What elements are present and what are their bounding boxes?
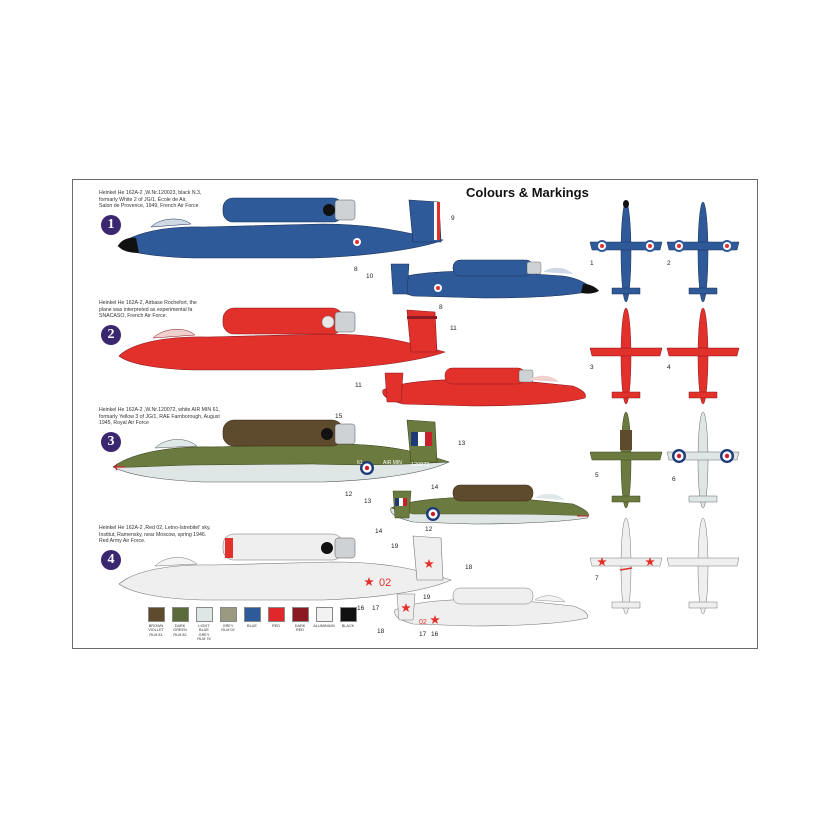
callout-11a: 11 (450, 325, 457, 332)
callout-16a: 16 (357, 605, 365, 612)
scheme-4-side-view-large (118, 533, 452, 601)
soviet-code-small-marking: 02 (419, 619, 427, 626)
callout-18b: 18 (377, 628, 385, 635)
colour-legend: BROWN VIOLLET RLM 81 DARK GREEN RLM 82 L… (145, 607, 359, 642)
plan-views-scheme-1 (589, 200, 740, 303)
scheme-3-description: Heinkel He 162A-2 ,W.Nr.120072, white AI… (99, 407, 220, 427)
swatch-chip (291, 607, 309, 622)
scheme-2-badge: 2 (101, 325, 121, 345)
callout-1: 1 (590, 260, 594, 267)
swatch-red: RED (265, 607, 287, 642)
callout-5: 5 (595, 472, 599, 479)
callout-14a: 14 (431, 484, 439, 491)
callout-10: 10 (366, 273, 374, 280)
callout-4: 4 (667, 364, 671, 371)
swatch-grey: GREY RLM 02 (217, 607, 239, 642)
swatch-chip (243, 607, 261, 622)
scheme-1-side-view-large (117, 197, 445, 259)
swatch-aluminium: ALUMINIUM (313, 607, 335, 642)
callout-6: 6 (672, 476, 676, 483)
plan-views-scheme-3 (589, 411, 740, 509)
callout-19a: 19 (391, 543, 399, 550)
callout-17a: 17 (372, 605, 380, 612)
scheme-1-badge: 1 (101, 215, 121, 235)
callout-3: 3 (590, 364, 594, 371)
scheme-4-badge: 4 (101, 550, 121, 570)
swatch-dark-red: DARK RED (289, 607, 311, 642)
raf-code-marking: AIR MIN (383, 460, 402, 466)
callout-12b: 12 (425, 526, 433, 533)
markings-sheet: Colours & Markings Heinkel He 162A-2 ,W.… (72, 179, 758, 649)
callout-9: 9 (451, 215, 455, 222)
scheme-2-side-view-small (382, 367, 586, 407)
scheme-1-description: Heinkel He 162A-2 ,W.Nr.120023, black N.… (99, 190, 202, 210)
callout-14b: 14 (375, 528, 383, 535)
swatch-brown-violet: BROWN VIOLLET RLM 81 (145, 607, 167, 642)
scheme-4-description: Heinkel He 162A-2 ,Red 02, Letno-Istrebi… (99, 525, 211, 545)
callout-18a: 18 (465, 564, 473, 571)
raf-serial-marking: 120072 (411, 462, 429, 468)
plan-views-scheme-4 (589, 517, 740, 615)
swatch-chip (339, 607, 357, 622)
callout-13b: 13 (364, 498, 372, 505)
scheme-2-description: Heinkel He 162A-2, Airbase Rochefort, th… (99, 300, 197, 320)
callout-8a: 8 (354, 266, 358, 273)
callout-11b: 11 (355, 382, 362, 389)
callout-7: 7 (595, 575, 599, 582)
scheme-4-side-view-small (394, 587, 588, 627)
callout-2: 2 (667, 260, 671, 267)
callout-19b: 19 (423, 594, 431, 601)
callout-8b: 8 (439, 304, 443, 311)
swatch-black: BLACK (337, 607, 359, 642)
scheme-3-side-view-small (390, 484, 589, 525)
scheme-2-side-view-large (118, 307, 446, 371)
callout-12a: 12 (345, 491, 353, 498)
scheme-3-badge: 3 (101, 432, 121, 452)
swatch-light-blue-grey: LIGHT BLUE GREY RLM 76 (193, 607, 215, 642)
swatch-chip (315, 607, 333, 622)
aircraft-artwork: AIR MIN 61 120072 02 02 (112, 197, 740, 627)
swatch-dark-green: DARK GREEN RLM 82 (169, 607, 191, 642)
swatch-chip (219, 607, 237, 622)
swatch-chip (267, 607, 285, 622)
raf-code-number: 61 (357, 460, 363, 466)
swatch-blue: BLUE (241, 607, 263, 642)
soviet-code-marking: 02 (379, 577, 391, 589)
page-title: Colours & Markings (466, 185, 589, 200)
scheme-3-side-view-large (112, 419, 450, 483)
callout-17b: 17 (419, 631, 427, 638)
swatch-chip (147, 607, 165, 622)
swatch-chip (195, 607, 213, 622)
scheme-1-side-view-small (390, 259, 599, 299)
callout-13a: 13 (458, 440, 466, 447)
plan-views-scheme-2 (589, 307, 740, 405)
callout-16b: 16 (431, 631, 439, 638)
swatch-chip (171, 607, 189, 622)
callout-15: 15 (335, 413, 343, 420)
